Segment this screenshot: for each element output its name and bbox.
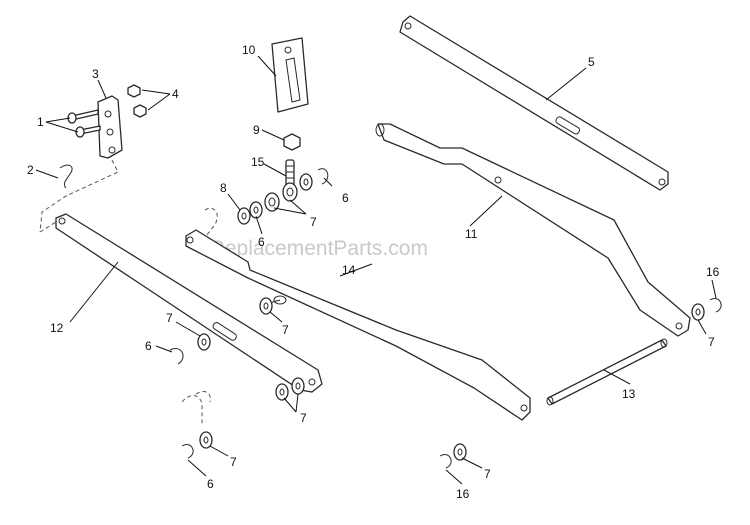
- part-4-nuts: [127, 84, 147, 118]
- callout-4: 4: [172, 87, 179, 101]
- callout-13: 13: [622, 387, 636, 401]
- leader-lines: [35, 55, 717, 485]
- part-10-clevis: [271, 37, 309, 113]
- hardware-group-bar12: [169, 333, 305, 401]
- callout-16-lower: 16: [456, 487, 470, 501]
- part-5-link-bar: [399, 15, 669, 191]
- callout-6-bar12: 6: [145, 339, 152, 353]
- hardware-group-right: [691, 298, 722, 321]
- callout-6-right: 6: [342, 191, 349, 205]
- part-1-bolts: [67, 109, 101, 138]
- hardware-group-lower-middle: [439, 443, 467, 469]
- hardware-group-lower-left: [181, 431, 213, 459]
- part-14-offset-bar: [185, 229, 531, 421]
- callout-7-right: 7: [708, 335, 715, 349]
- callout-labels: 1 2 3 4 5 10 9 15 8 6 7 6 11 14 7 12 7 6…: [27, 43, 720, 501]
- hardware-group-upper: [237, 168, 329, 225]
- watermark-text: eReplacementParts.com: [198, 237, 428, 260]
- callout-16-right: 16: [706, 265, 720, 279]
- callout-3: 3: [92, 67, 99, 81]
- part-2-clip: [59, 164, 73, 189]
- callout-7-lower-left: 7: [230, 455, 237, 469]
- callout-9: 9: [253, 123, 260, 137]
- hardware-group-bar14: [259, 297, 273, 315]
- callout-11: 11: [465, 227, 478, 241]
- callout-6-upper: 6: [258, 235, 265, 249]
- callout-15: 15: [251, 155, 265, 169]
- callout-14: 14: [342, 263, 356, 277]
- callout-6-lower-left: 6: [207, 477, 214, 491]
- callout-8: 8: [220, 181, 227, 195]
- callout-7-lower-middle: 7: [484, 467, 491, 481]
- phantom-lines: [39, 159, 218, 424]
- part-11-offset-bar: [375, 123, 691, 337]
- callout-5: 5: [588, 55, 595, 69]
- callout-7-bar12: 7: [166, 311, 173, 325]
- callout-10: 10: [242, 43, 256, 57]
- part-3-bracket: [97, 95, 123, 159]
- callout-2: 2: [27, 163, 34, 177]
- callout-7-upper: 7: [310, 215, 317, 229]
- part-12-link-bar: [55, 213, 323, 393]
- part-9-nut: [283, 133, 301, 151]
- callout-7-lower: 7: [300, 411, 307, 425]
- callout-7-bar14: 7: [282, 323, 289, 337]
- callout-12: 12: [50, 321, 64, 335]
- callout-1: 1: [37, 115, 44, 129]
